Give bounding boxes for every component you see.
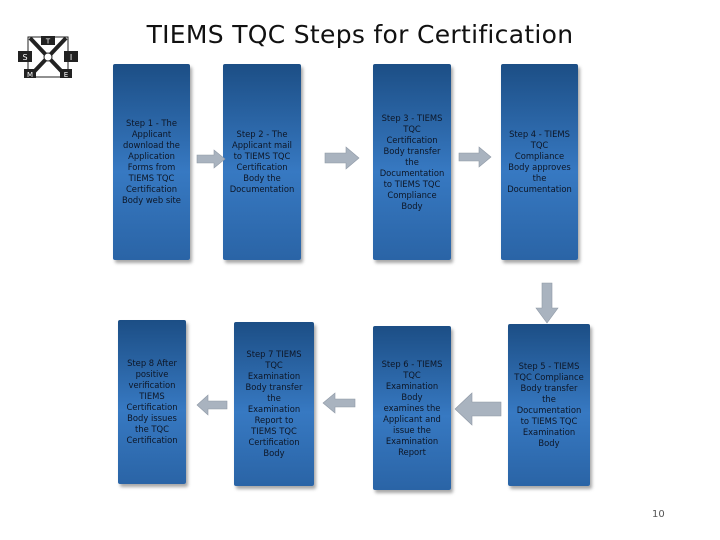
- step-7-box: Step 7 TIEMS TQC Examination Body transf…: [234, 322, 314, 486]
- step-7-text: Step 7 TIEMS TQC Examination Body transf…: [245, 349, 303, 458]
- step-2-box: Step 2 - The Applicant mail to TIEMS TQC…: [223, 64, 301, 260]
- step-8-box: Step 8 After positive verification TIEMS…: [118, 320, 186, 484]
- page-title: TIEMS TQC Steps for Certification: [146, 20, 574, 49]
- arrow-left-icon: [196, 394, 228, 416]
- logo-letter-e: E: [64, 71, 68, 78]
- step-8-text: Step 8 After positive verification TIEMS…: [126, 358, 178, 445]
- step-3-text: Step 3 - TIEMS TQC Certification Body tr…: [379, 112, 445, 211]
- step-3-box: Step 3 - TIEMS TQC Certification Body tr…: [373, 64, 451, 260]
- step-1-text: Step 1 - The Applicant download the Appl…: [122, 118, 181, 205]
- step-2-text: Step 2 - The Applicant mail to TIEMS TQC…: [229, 129, 295, 194]
- step-5-text: Step 5 - TIEMS TQC Compliance Body trans…: [514, 361, 584, 448]
- step-5-box: Step 5 - TIEMS TQC Compliance Body trans…: [508, 324, 590, 486]
- arrow-left-icon: [322, 392, 356, 414]
- page-number: 10: [652, 509, 665, 520]
- step-6-text: Step 6 - TIEMS TQC Examination Body exam…: [381, 358, 443, 457]
- arrow-right-icon: [324, 146, 360, 170]
- arrow-right-icon: [196, 149, 226, 169]
- arrow-left-icon: [454, 392, 502, 426]
- logo-letter-m: M: [27, 71, 33, 78]
- arrow-down-icon: [535, 282, 559, 324]
- step-1-box: Step 1 - The Applicant download the Appl…: [113, 64, 190, 260]
- step-4-box: Step 4 - TIEMS TQC Compliance Body appro…: [501, 64, 578, 260]
- step-6-box: Step 6 - TIEMS TQC Examination Body exam…: [373, 326, 451, 490]
- logo-letter-i: I: [70, 53, 72, 62]
- tiems-logo: T S I M E: [18, 36, 78, 78]
- step-4-text: Step 4 - TIEMS TQC Compliance Body appro…: [507, 129, 572, 194]
- logo-letter-s: S: [22, 53, 27, 62]
- arrow-right-icon: [458, 146, 492, 168]
- logo-letter-t: T: [45, 38, 51, 46]
